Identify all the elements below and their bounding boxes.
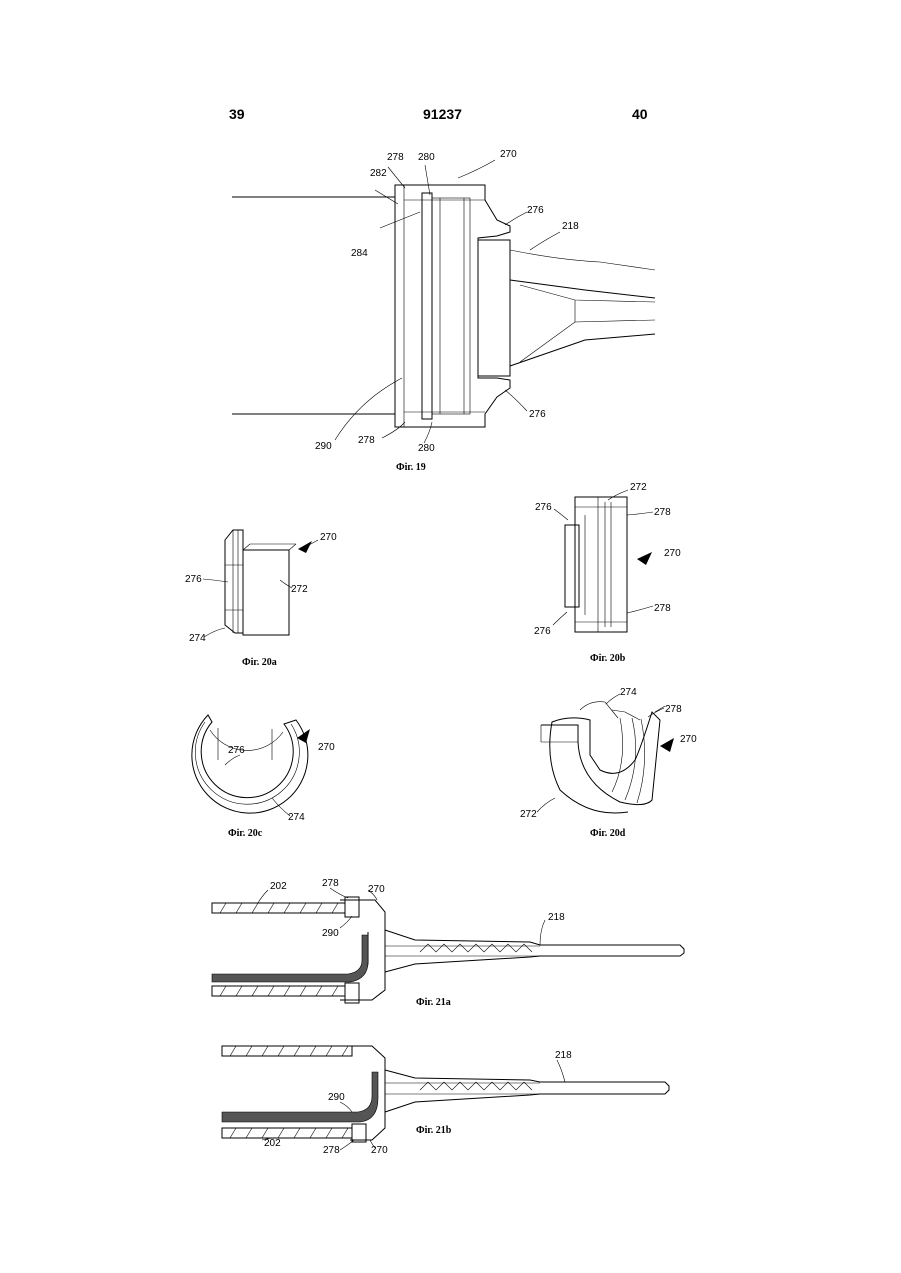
fig19-caption: Фіг. 19 bbox=[396, 462, 426, 473]
fig20d-ref-278: 278 bbox=[665, 704, 682, 715]
fig20c-ref-270: 270 bbox=[318, 742, 335, 753]
fig21a-ref-270: 270 bbox=[368, 884, 385, 895]
fig20b-ref-270: 270 bbox=[664, 548, 681, 559]
fig20d-ref-272: 272 bbox=[520, 809, 537, 820]
figure-20c: 270 276 274 Фіг. 20c bbox=[192, 715, 335, 839]
fig20b-ref-272: 272 bbox=[630, 482, 647, 493]
fig20a-ref-272: 272 bbox=[291, 584, 308, 595]
fig21b-ref-218: 218 bbox=[555, 1050, 572, 1061]
fig20d-drawing bbox=[537, 694, 665, 813]
fig19-ref-276-bottom: 276 bbox=[529, 409, 546, 420]
fig21b-ref-278: 278 bbox=[323, 1145, 340, 1156]
fig19-ref-278-bottom: 278 bbox=[358, 435, 375, 446]
fig20a-caption: Фіг. 20a bbox=[242, 657, 277, 668]
fig21b-ref-202: 202 bbox=[264, 1138, 281, 1149]
fig20b-arrow-270 bbox=[637, 552, 652, 565]
fig20c-caption: Фіг. 20c bbox=[228, 828, 263, 839]
fig19-ref-270: 270 bbox=[500, 149, 517, 160]
fig20d-ref-274: 274 bbox=[620, 687, 637, 698]
fig20d-arrow-270 bbox=[660, 738, 674, 752]
fig19-ref-282: 282 bbox=[370, 168, 387, 179]
fig19-drawing bbox=[232, 160, 655, 443]
fig19-ref-280-top: 280 bbox=[418, 152, 435, 163]
fig19-ref-284: 284 bbox=[351, 248, 368, 259]
fig19-ref-276-top: 276 bbox=[527, 205, 544, 216]
figure-21b: 218 290 202 278 270 Фіг. 21b bbox=[222, 1046, 669, 1156]
fig20b-ref-276-top: 276 bbox=[535, 502, 552, 513]
fig20b-ref-278-bottom: 278 bbox=[654, 603, 671, 614]
fig20b-drawing bbox=[553, 490, 653, 632]
fig20c-ref-274: 274 bbox=[288, 812, 305, 823]
fig20a-ref-276: 276 bbox=[185, 574, 202, 585]
fig19-ref-280-bottom: 280 bbox=[418, 443, 435, 454]
fig20c-arrow-270 bbox=[297, 729, 310, 743]
fig20b-caption: Фіг. 20b bbox=[590, 653, 626, 664]
fig21b-ref-290: 290 bbox=[328, 1092, 345, 1103]
fig20c-ref-276: 276 bbox=[228, 745, 245, 756]
fig20d-caption: Фіг. 20d bbox=[590, 828, 626, 839]
fig20a-arrow-270 bbox=[298, 541, 312, 553]
figure-20d: 274 278 270 272 Фіг. 20d bbox=[520, 687, 697, 839]
fig21b-caption: Фіг. 21b bbox=[416, 1125, 452, 1136]
fig20c-drawing bbox=[192, 715, 308, 816]
fig19-ref-278-top: 278 bbox=[387, 152, 404, 163]
fig19-ref-290: 290 bbox=[315, 441, 332, 452]
fig20b-ref-278-top: 278 bbox=[654, 507, 671, 518]
fig21a-ref-202: 202 bbox=[270, 881, 287, 892]
fig21a-ref-278: 278 bbox=[322, 878, 339, 889]
fig20a-ref-270: 270 bbox=[320, 532, 337, 543]
fig21a-caption: Фіг. 21a bbox=[416, 997, 451, 1008]
fig20b-ref-276-bottom: 276 bbox=[534, 626, 551, 637]
fig21a-ref-290: 290 bbox=[322, 928, 339, 939]
figure-20a: 270 276 272 274 Фіг. 20a bbox=[185, 530, 337, 668]
fig21a-drawing bbox=[212, 888, 684, 1003]
fig20d-ref-270: 270 bbox=[680, 734, 697, 745]
figure-21a: 202 278 270 218 290 Фіг. 21a bbox=[212, 878, 684, 1008]
fig21a-ref-218: 218 bbox=[548, 912, 565, 923]
figure-20b: 272 276 278 270 278 276 Фіг. 20b bbox=[534, 482, 681, 664]
fig20a-ref-274: 274 bbox=[189, 633, 206, 644]
fig19-ref-218: 218 bbox=[562, 221, 579, 232]
fig21b-ref-270: 270 bbox=[371, 1145, 388, 1156]
figure-19: 278 280 270 282 276 218 284 290 278 280 … bbox=[232, 149, 655, 473]
